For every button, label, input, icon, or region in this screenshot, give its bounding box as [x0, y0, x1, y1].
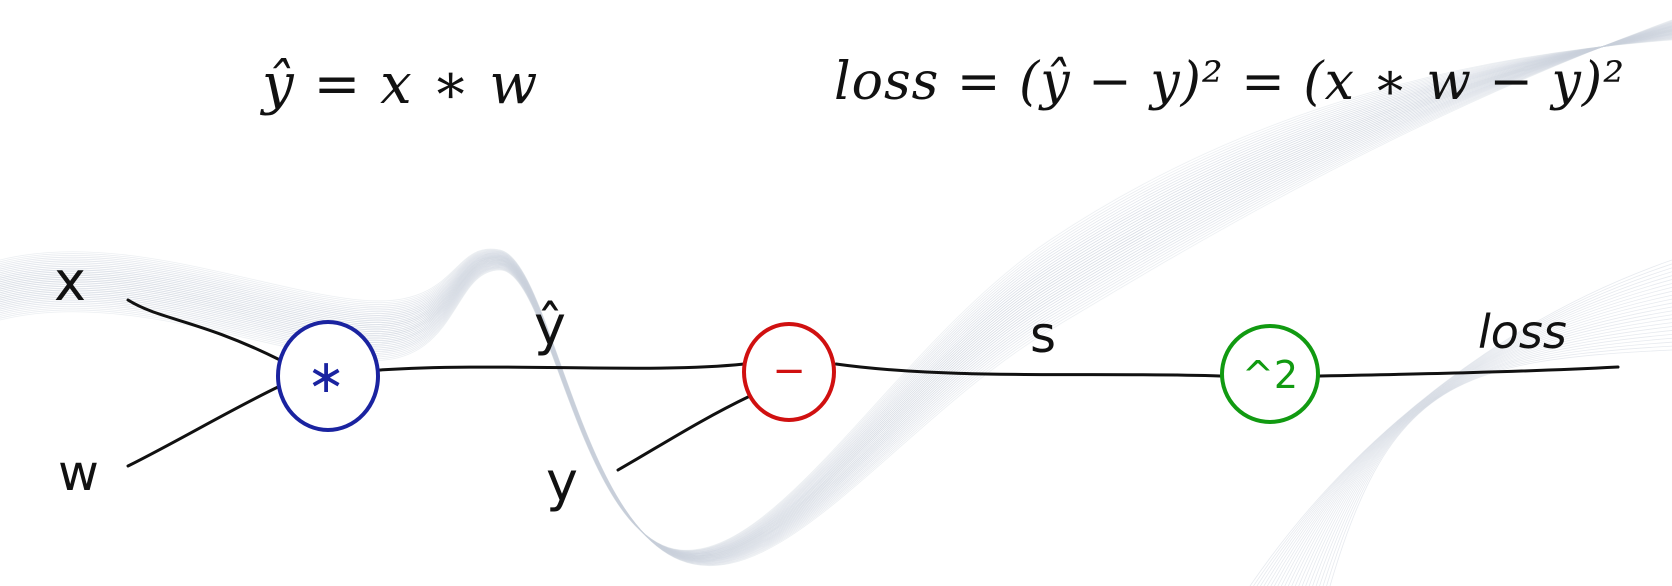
- wave-line: [1263, 275, 1672, 586]
- wave-line: [1308, 326, 1672, 586]
- wave-line: [1294, 310, 1672, 586]
- wave-line: [1322, 341, 1672, 586]
- wave-line: [1253, 263, 1672, 586]
- wave-line: [1326, 345, 1672, 586]
- wave-line: [1284, 298, 1672, 586]
- wave-line: [1267, 279, 1672, 586]
- edge-s-label: s: [1030, 306, 1056, 364]
- input-x-label: x: [54, 250, 86, 313]
- wave-line: [1305, 322, 1672, 586]
- wave-line: [1298, 314, 1672, 586]
- background-waves: [0, 19, 1672, 586]
- wave-line: [1249, 259, 1672, 586]
- loss-formula: loss = (ŷ − y)² = (x ∗ w − y)²: [834, 52, 1626, 112]
- edge-yhat-label: ŷ: [534, 294, 566, 357]
- wave-line: [1270, 283, 1672, 586]
- wave-line: [0, 37, 1672, 552]
- wave-line: [1301, 318, 1672, 586]
- node-multiply-label: ∗: [307, 349, 346, 403]
- edge-multiply-to-subtract: [378, 362, 746, 372]
- graph-edges: [126, 298, 1620, 472]
- node-multiply: ∗: [276, 320, 380, 432]
- node-square-label: ^2: [1242, 353, 1298, 397]
- wave-line: [1273, 287, 1672, 586]
- input-y-label: y: [546, 450, 578, 513]
- wave-line: [1312, 330, 1672, 586]
- edge-square-to-loss: [1318, 365, 1620, 378]
- wave-line: [1287, 302, 1672, 586]
- input-w-label: w: [58, 444, 99, 502]
- prediction-formula: ŷ = x ∗ w: [262, 52, 539, 117]
- node-square: ^2: [1220, 324, 1320, 424]
- wave-line: [1315, 333, 1672, 586]
- edge-x-to-multiply: [126, 298, 282, 362]
- wave-line: [1291, 306, 1672, 586]
- wave-line: [1256, 267, 1672, 586]
- wave-line: [1280, 294, 1672, 586]
- node-subtract: −: [742, 322, 836, 422]
- edge-y-to-subtract: [616, 394, 752, 472]
- edge-w-to-multiply: [126, 384, 282, 468]
- node-subtract-label: −: [772, 348, 806, 394]
- edge-loss-label: loss: [1478, 305, 1567, 359]
- wave-line: [1260, 271, 1672, 586]
- wave-line: [1319, 337, 1672, 586]
- wave-line: [1277, 290, 1672, 586]
- edge-subtract-to-square: [834, 362, 1222, 378]
- wave-line: [1329, 349, 1672, 586]
